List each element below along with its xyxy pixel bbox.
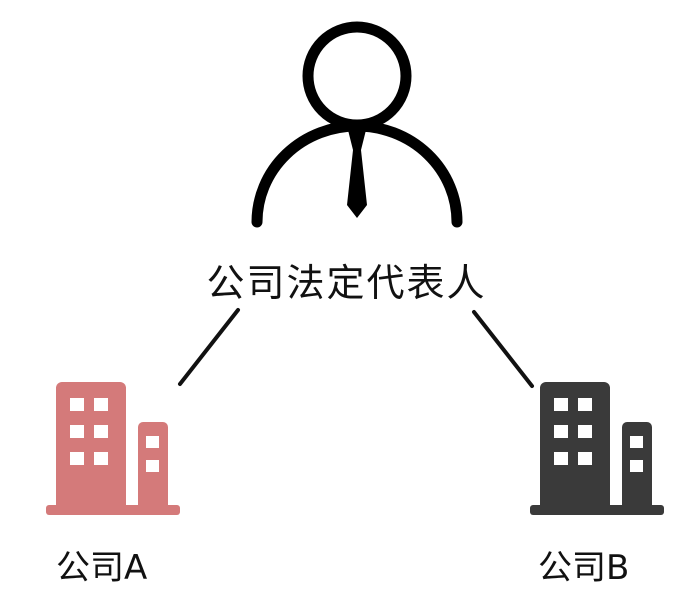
- company-a-label: 公司A: [56, 548, 148, 588]
- person-shoulders: [251, 120, 463, 228]
- office-building-icon-b: [530, 382, 664, 515]
- connector-line-right: [472, 310, 534, 388]
- person-head: [302, 21, 412, 131]
- office-building-icon-a: [46, 382, 180, 515]
- representative-label: 公司法定代表人: [206, 261, 487, 305]
- connector-line-left: [178, 308, 240, 386]
- person-tie-icon: [251, 21, 463, 228]
- tie-icon: [347, 130, 367, 218]
- company-b-label: 公司B: [538, 548, 630, 588]
